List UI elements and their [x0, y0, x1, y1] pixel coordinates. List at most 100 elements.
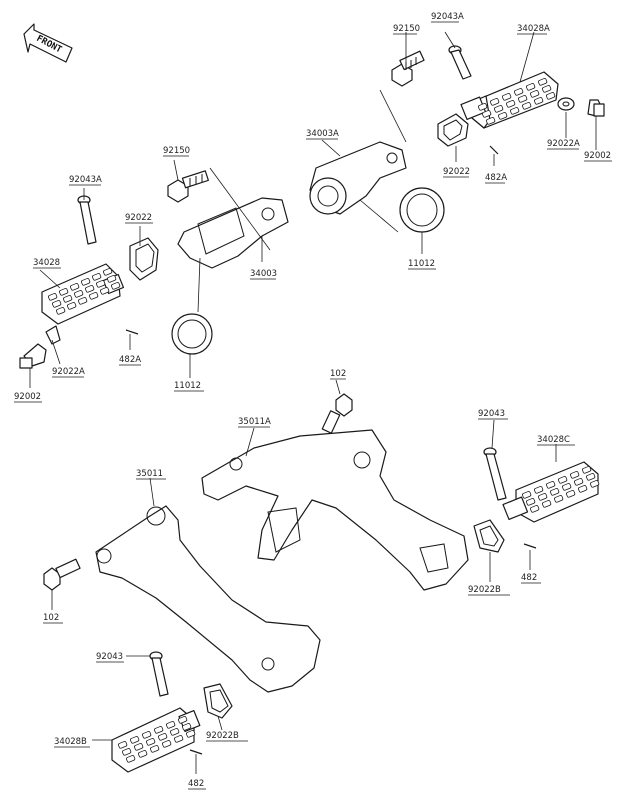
- tread-bump: [486, 117, 496, 125]
- tread-bump: [170, 728, 180, 736]
- tread-bump: [118, 741, 128, 749]
- label-92043A-top: 92043A: [431, 12, 464, 22]
- bracket-34003A: [309, 141, 407, 215]
- label-92022B-bottom: 92022B: [206, 731, 239, 741]
- tread-bump: [182, 723, 192, 731]
- tread-bump: [150, 745, 160, 753]
- tread-bump: [514, 88, 524, 96]
- tread-bump: [48, 293, 58, 301]
- tread-bump: [566, 490, 576, 498]
- tread-bump: [162, 740, 172, 748]
- label-34028C: 34028C: [537, 435, 570, 445]
- tread-bump: [134, 743, 144, 751]
- tread-bump: [158, 733, 168, 741]
- tread-bump: [63, 295, 73, 303]
- tread-bump: [534, 486, 544, 494]
- tread-bump: [546, 92, 556, 100]
- part-labels: 92043A 34028A 92150 34003A 92022A 92002 …: [14, 12, 612, 790]
- tread-bump: [186, 730, 196, 738]
- tread-bump: [530, 505, 540, 513]
- bolt-102-top: [321, 393, 353, 434]
- tread-bump: [146, 738, 156, 746]
- label-482A-right: 482A: [485, 173, 507, 183]
- front-badge: FRONT: [23, 23, 73, 63]
- label-92022A-right: 92022A: [547, 139, 580, 149]
- bracket-34003: [177, 197, 289, 269]
- cap-11012-left: [171, 313, 213, 355]
- label-92043-right: 92043: [478, 409, 505, 419]
- tread-bump: [92, 273, 102, 281]
- tread-bump: [166, 721, 176, 729]
- tread-bump: [59, 288, 69, 296]
- label-102-left: 102: [43, 613, 59, 623]
- footpeg-34028B: [111, 707, 201, 773]
- bolt-92002-right: [587, 99, 605, 117]
- label-34003: 34003: [250, 269, 277, 279]
- label-482A-left: 482A: [119, 355, 141, 365]
- tread-bump: [498, 112, 508, 120]
- label-92043-bottom: 92043: [96, 652, 123, 662]
- tread-bump: [154, 726, 164, 734]
- tread-bump: [52, 300, 62, 308]
- tread-bump: [122, 748, 132, 756]
- tread-bump: [96, 280, 106, 288]
- label-34028A: 34028A: [517, 24, 550, 34]
- washer-92022A-right: [557, 97, 575, 111]
- pin-92043-bottom: [149, 651, 169, 697]
- tread-bump: [67, 302, 77, 310]
- label-92002-right: 92002: [584, 151, 611, 161]
- label-92022B-right: 92022B: [468, 585, 501, 595]
- bracket-35011A: [201, 429, 469, 591]
- leader-lines: [29, 31, 597, 774]
- tread-bump: [85, 285, 95, 293]
- tread-bump: [506, 100, 516, 108]
- tread-bump: [478, 103, 488, 111]
- tread-bump: [142, 731, 152, 739]
- tread-bump: [582, 466, 592, 474]
- tread-bump: [526, 498, 536, 506]
- tread-bump: [510, 107, 520, 115]
- label-482-right: 482: [521, 573, 537, 583]
- label-34003A: 34003A: [306, 129, 339, 139]
- bolt-92150-left: [167, 170, 209, 203]
- footpeg-34028A: [460, 71, 559, 129]
- label-92022-right: 92022: [443, 167, 470, 177]
- tread-bump: [78, 297, 88, 305]
- tread-bump: [590, 480, 600, 488]
- label-92022A-left: 92022A: [52, 367, 85, 377]
- tread-bump: [538, 78, 548, 86]
- tread-bump: [126, 755, 136, 763]
- tread-bump: [482, 110, 492, 118]
- label-35011A: 35011A: [238, 417, 271, 427]
- tread-bump: [554, 495, 564, 503]
- tread-bump: [103, 268, 113, 276]
- label-34028: 34028: [33, 258, 60, 268]
- label-92022-left: 92022: [125, 213, 152, 223]
- label-34028B: 34028B: [54, 737, 87, 747]
- tread-bump: [522, 102, 532, 110]
- tread-bump: [74, 290, 84, 298]
- pin-92043A-top: [448, 45, 472, 80]
- tread-bump: [174, 735, 184, 743]
- tread-bump: [542, 85, 552, 93]
- cotter-482A-left: [125, 329, 139, 335]
- tread-bump: [570, 471, 580, 479]
- tread-bump: [494, 105, 504, 113]
- tread-bump: [538, 493, 548, 501]
- tread-bump: [107, 275, 117, 283]
- tread-bump: [518, 95, 528, 103]
- tread-bump: [502, 93, 512, 101]
- pin-92043-right: [483, 447, 507, 501]
- tread-bump: [111, 282, 121, 290]
- label-35011: 35011: [136, 469, 163, 479]
- label-11012-left: 11012: [174, 381, 201, 391]
- tread-bump: [56, 307, 66, 315]
- tread-bump: [542, 500, 552, 508]
- bracket-35011: [95, 505, 321, 693]
- tread-bump: [534, 97, 544, 105]
- tread-bump: [100, 287, 110, 295]
- footpeg-treads: [48, 78, 600, 763]
- tread-bump: [526, 83, 536, 91]
- tread-bump: [490, 98, 500, 106]
